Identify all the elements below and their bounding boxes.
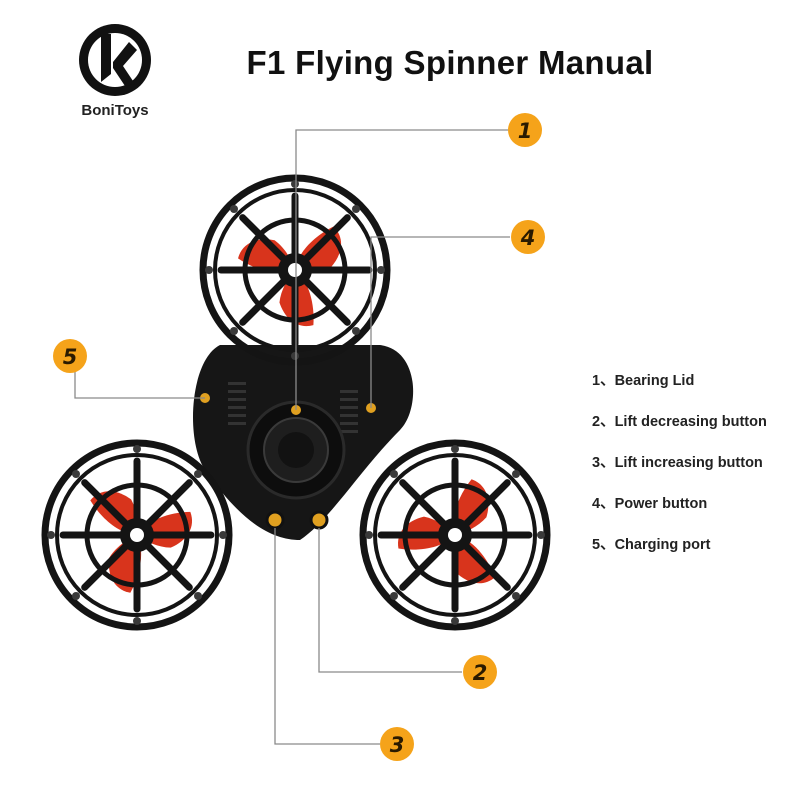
- leader-line-2: [318, 528, 462, 673]
- left-propeller-arm: [45, 443, 229, 627]
- legend-item-lift-decreasing-button: 2、Lift decreasing button: [592, 414, 767, 430]
- leader-line-5: [74, 370, 205, 399]
- legend-item-lift-increasing-button: 3、Lift increasing button: [592, 455, 763, 471]
- legend-item-power-button: 4、Power button: [592, 496, 708, 512]
- legend-item-charging-port: 5、Charging port: [592, 537, 711, 553]
- callout-5: 5: [53, 339, 87, 373]
- parts-legend: 1、Bearing Lid 2、Lift decreasing button 3…: [592, 370, 797, 575]
- callout-2-number: 2: [473, 661, 488, 685]
- bonitoys-logo: [70, 20, 160, 100]
- bearing-lid: [246, 400, 346, 500]
- leader-line-1: [295, 129, 510, 410]
- brand-name: BoniToys: [81, 102, 149, 119]
- lift-increasing-button[interactable]: [265, 510, 285, 530]
- callout-3: 3: [380, 727, 414, 761]
- callout-1-number: 1: [518, 119, 533, 143]
- legend-item-bearing-lid: 1、Bearing Lid: [592, 373, 695, 389]
- bonitoys-logo-mark: [79, 24, 151, 96]
- callout-4-number: 4: [520, 226, 536, 250]
- callout-5-number: 5: [63, 345, 78, 369]
- leader-line-3: [274, 528, 380, 745]
- callout-3-number: 3: [390, 733, 405, 757]
- callout-2: 2: [463, 655, 497, 689]
- callout-4: 4: [511, 220, 545, 254]
- page-title: F1 Flying Spinner Manual: [246, 44, 654, 81]
- right-propeller-arm: [363, 443, 547, 627]
- lift-decreasing-button[interactable]: [309, 510, 329, 530]
- callout-1: 1: [508, 113, 542, 147]
- leader-line-4: [370, 236, 510, 408]
- top-propeller-arm: [203, 178, 387, 362]
- body-vents: [228, 382, 358, 433]
